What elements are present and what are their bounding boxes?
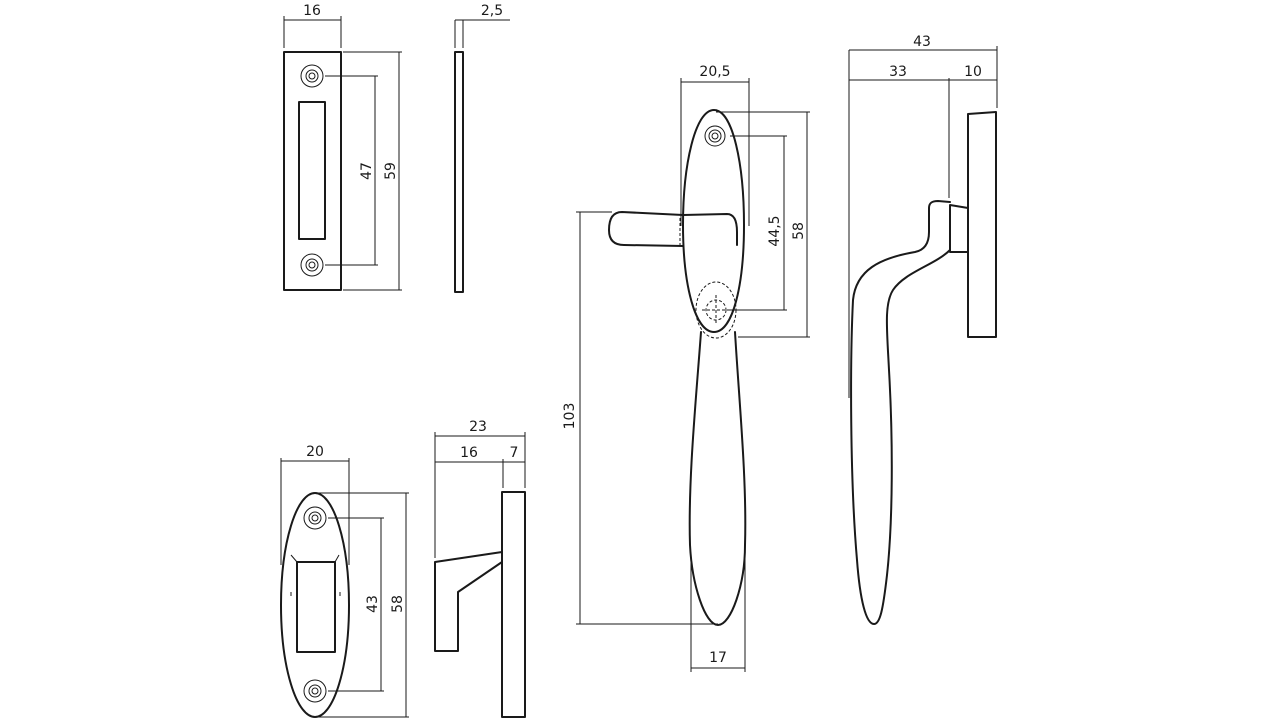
handle-front	[576, 78, 810, 672]
dim-strike-plate-width: 16	[303, 3, 321, 19]
dim-keeper-depth-base: 7	[510, 445, 519, 461]
dim-handle-rose-height: 58	[791, 222, 807, 240]
dim-strike-plate-thickness: 2,5	[481, 3, 503, 19]
dim-strike-plate-height: 59	[383, 162, 399, 180]
dim-handle-length: 103	[562, 403, 578, 430]
dim-side-depth-total: 43	[913, 34, 931, 50]
strike-plate-front	[283, 16, 402, 291]
dim-side-depth-lever: 33	[889, 64, 907, 80]
dim-keeper-hole-spacing: 43	[365, 595, 381, 613]
keeper-front	[280, 458, 409, 718]
keeper-side	[434, 432, 526, 718]
dim-handle-grip-width: 17	[709, 650, 727, 666]
screw-hole-bottom	[300, 253, 324, 277]
dim-keeper-width: 20	[306, 444, 324, 460]
dim-keeper-height: 58	[390, 595, 406, 613]
strike-plate-side	[454, 19, 510, 293]
dim-side-depth-base: 10	[964, 64, 982, 80]
dim-strike-plate-hole-spacing: 47	[359, 162, 375, 180]
dim-handle-rose-width: 20,5	[699, 64, 730, 80]
keeper-screw-hole-top	[303, 506, 327, 530]
keeper-screw-hole-bottom	[303, 679, 327, 703]
dim-handle-hole-spacing: 44,5	[767, 215, 783, 246]
dim-keeper-depth-body: 16	[460, 445, 478, 461]
dim-keeper-depth-total: 23	[469, 419, 487, 435]
screw-hole-top	[300, 64, 324, 88]
handle-side	[848, 46, 998, 625]
handle-screw-hole	[704, 125, 726, 147]
